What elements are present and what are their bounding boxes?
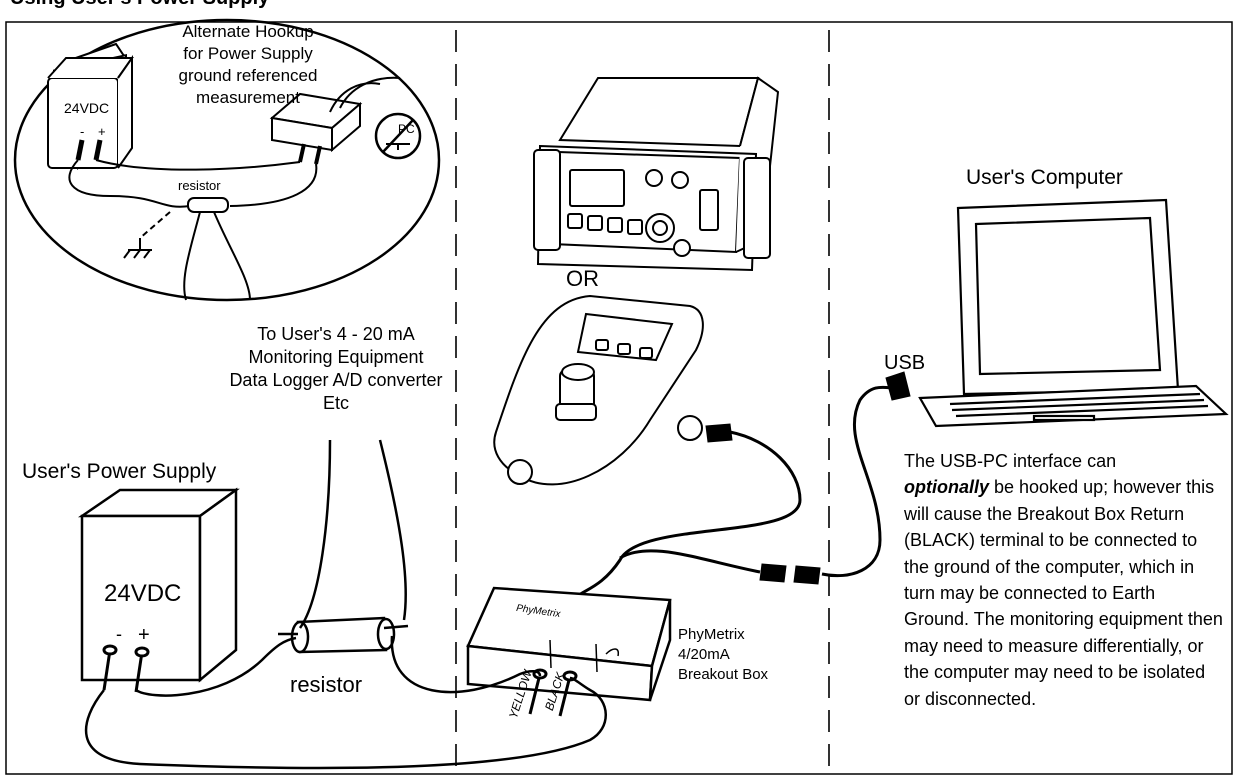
handheld-instrument xyxy=(493,294,704,486)
power-supply-title: User's Power Supply xyxy=(22,460,217,483)
usb-note-text: be hooked up; however this will cause th… xyxy=(904,477,1223,709)
monitoring-line-4: Etc xyxy=(322,393,349,413)
power-supply-plus: + xyxy=(138,624,150,646)
panel-instrument xyxy=(533,76,780,272)
inset-hookup-line-2: for Power Supply xyxy=(183,44,313,63)
inset-hookup-line-1: Alternate Hookup xyxy=(182,22,314,41)
no-pc-icon xyxy=(374,112,422,160)
usb-note-emphasis: optionally xyxy=(904,477,989,498)
breakout-box-icon xyxy=(466,586,672,702)
breakout-terminals xyxy=(528,668,578,717)
inset-resistor xyxy=(187,197,229,213)
figure-title: Using User's Power Supply xyxy=(10,0,269,10)
usb-cable xyxy=(572,385,901,601)
inset-hookup-line-3: ground referenced xyxy=(178,66,318,85)
breakout-label-line-3: Breakout Box xyxy=(678,666,769,683)
usb-note: The USB-PC interface can optionally be ho… xyxy=(904,448,1224,712)
resistor-label: resistor xyxy=(290,672,363,697)
breakout-label-line-2: 4/20mA xyxy=(678,646,730,663)
power-supply-minus: - xyxy=(116,624,122,644)
monitoring-line-1: To User's 4 - 20 mA xyxy=(257,324,415,344)
monitoring-line-2: Monitoring Equipment xyxy=(248,347,424,367)
usb-note-lead: The USB-PC interface can xyxy=(904,451,1117,471)
power-terminals xyxy=(102,644,150,693)
main-wiring xyxy=(84,439,607,770)
laptop-icon xyxy=(918,198,1229,428)
power-supply-icon xyxy=(77,487,240,683)
monitoring-line-3: Data Logger A/D converter xyxy=(229,370,443,390)
usb-connectors xyxy=(759,371,911,585)
usb-label: USB xyxy=(884,352,926,374)
inset-power-supply xyxy=(47,42,134,170)
inset-power-label: 24VDC xyxy=(64,100,110,116)
computer-title: User's Computer xyxy=(966,166,1123,189)
inset-terminal-minus: - xyxy=(80,124,85,139)
inset-terminal-plus: + xyxy=(98,124,106,139)
resistor-icon xyxy=(290,616,396,654)
power-supply-voltage: 24VDC xyxy=(104,580,182,607)
inset-alternate-hookup xyxy=(13,18,441,302)
no-pc-label: PC xyxy=(398,122,415,136)
inset-resistor-label: resistor xyxy=(178,178,221,193)
inset-breakout-box xyxy=(269,76,401,165)
or-label: OR xyxy=(566,266,599,291)
figure-frame xyxy=(5,21,1233,775)
inset-ellipse xyxy=(13,18,441,302)
handheld-connector xyxy=(705,423,733,443)
breakout-label-line-1: PhyMetrix xyxy=(678,626,745,643)
inset-hookup-line-4: measurement xyxy=(196,88,300,107)
